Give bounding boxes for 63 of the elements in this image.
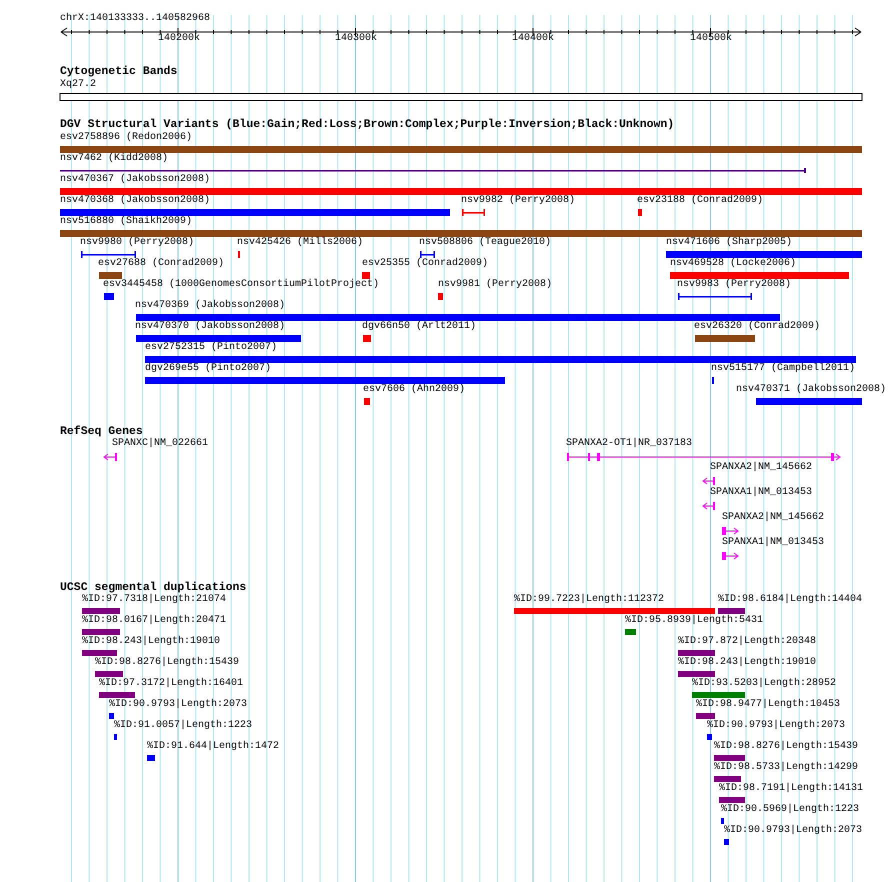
variant-label: nsv470367 (Jakobsson2008) (60, 174, 210, 186)
variant-label: esv3445458 (1000GenomesConsortiumPilotProject) (103, 279, 380, 291)
duplication-label: %ID:91.0057|Length:1223 (114, 720, 252, 732)
variant-label: nsv508806 (Teague2010) (419, 237, 552, 249)
duplication-label: %ID:90.9793|Length:2073 (109, 699, 248, 711)
gene-label: SPANXA2-OT1|NR_037183 (566, 438, 692, 450)
gene-label: SPANXA1|NM_013453 (722, 537, 824, 549)
variant-label: nsv9980 (Perry2008) (80, 237, 194, 249)
variant-label: nsv516880 (Shaikh2009) (60, 216, 192, 228)
variant-label: esv2758896 (Redon2006) (60, 132, 192, 144)
variant-label: nsv470369 (Jakobsson2008) (135, 300, 286, 312)
variant-label: esv26320 (Conrad2009) (694, 321, 820, 333)
variant-label: nsv470371 (Jakobsson2008) (736, 384, 886, 396)
duplication-label: %ID:91.644|Length:1472 (147, 741, 280, 753)
track-heading: Cytogenetic Bands (60, 66, 178, 78)
variant-label: esv27688 (Conrad2009) (98, 258, 224, 270)
variant-label: esv25355 (Conrad2009) (362, 258, 488, 270)
track-heading: RefSeq Genes (60, 426, 143, 438)
gene-label: SPANXA2|NM_145662 (710, 462, 812, 474)
duplication-label: %ID:95.8939|Length:5431 (625, 615, 764, 627)
track-heading: DGV Structural Variants (Blue:Gain;Red:Loss;Brown:Complex;Purple:Inversion;Black:Unknown) (60, 119, 674, 131)
duplication-label: %ID:90.9793|Length:2073 (707, 720, 846, 732)
variant-label: esv2752315 (Pinto2007) (145, 342, 278, 354)
axis-tick-label: 140200k (158, 33, 200, 45)
variant-label: nsv470368 (Jakobsson2008) (60, 195, 210, 207)
duplication-label: %ID:98.243|Length:19010 (678, 657, 816, 669)
duplication-label: %ID:93.5203|Length:28952 (692, 678, 836, 690)
variant-label: nsv471606 (Sharp2005) (666, 237, 792, 249)
variant-label: nsv470370 (Jakobsson2008) (135, 321, 286, 333)
variant-label: nsv515177 (Campbell2011) (711, 363, 856, 375)
axis-tick-label: 140500k (690, 33, 732, 45)
duplication-label: %ID:98.7191|Length:14131 (719, 783, 864, 795)
variant-label: esv23188 (Conrad2009) (637, 195, 764, 207)
duplication-label: %ID:98.243|Length:19010 (82, 636, 220, 648)
duplication-label: %ID:90.9793|Length:2073 (724, 825, 862, 837)
duplication-label: %ID:90.5969|Length:1223 (721, 804, 860, 816)
duplication-label: %ID:98.8276|Length:15439 (714, 741, 858, 753)
gene-label: SPANXA2|NM_145662 (722, 512, 824, 524)
variant-label: nsv7462 (Kidd2008) (60, 153, 168, 165)
track-heading: UCSC segmental duplications (60, 582, 246, 594)
variant-label: dgv269e55 (Pinto2007) (145, 363, 272, 375)
variant-label: nsv9981 (Perry2008) (438, 279, 552, 291)
position-label: chrX:140133333..140582968 (60, 13, 210, 25)
duplication-label: %ID:97.7318|Length:21074 (82, 594, 226, 606)
duplication-label: %ID:99.7223|Length:112372 (514, 594, 664, 606)
variant-label: nsv9982 (Perry2008) (461, 195, 576, 207)
duplication-label: %ID:98.6184|Length:14404 (718, 594, 862, 606)
variant-label: nsv9983 (Perry2008) (677, 279, 792, 291)
axis-tick-label: 140300k (335, 33, 378, 45)
gene-label: SPANXC|NM_022661 (112, 438, 208, 450)
duplication-label: %ID:98.0167|Length:20471 (82, 615, 226, 627)
band-label: Xq27.2 (60, 79, 96, 91)
duplication-label: %ID:97.872|Length:20348 (678, 636, 816, 648)
duplication-label: %ID:98.8276|Length:15439 (95, 657, 240, 669)
duplication-label: %ID:98.9477|Length:10453 (696, 699, 840, 711)
variant-label: dgv66n50 (Arlt2011) (362, 321, 476, 333)
variant-label: nsv425426 (Mills2006) (237, 237, 364, 249)
variant-label: nsv469528 (Locke2006) (670, 258, 796, 270)
duplication-label: %ID:97.3172|Length:16401 (99, 678, 244, 690)
gene-label: SPANXA1|NM_013453 (710, 487, 812, 499)
variant-label: esv7606 (Ahn2009) (363, 384, 466, 396)
axis-tick-label: 140400k (512, 33, 554, 45)
duplication-label: %ID:98.5733|Length:14299 (714, 762, 858, 774)
